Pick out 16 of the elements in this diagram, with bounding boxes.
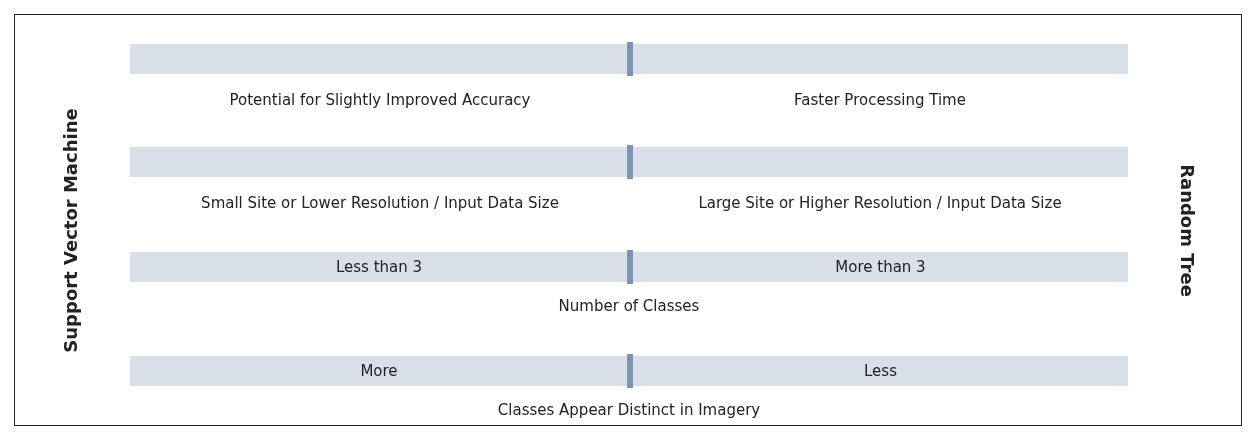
criterion-label: Faster Processing Time [794, 91, 966, 109]
scale-bar: Less than 3 [130, 252, 628, 282]
criterion-label: Number of Classes [558, 297, 700, 315]
scale-bar: More [130, 356, 628, 386]
scale-bar [130, 147, 628, 177]
criterion-label: Large Site or Higher Resolution / Input Data Size [698, 194, 1062, 212]
scale-bar: Less [633, 356, 1128, 386]
axis-end-label: Random Tree [1176, 163, 1198, 297]
scale-bar [130, 44, 628, 74]
scale-bar [633, 147, 1128, 177]
criterion-label: Small Site or Lower Resolution / Input Data Size [201, 194, 559, 212]
scale-bar [633, 44, 1128, 74]
axis-end-label: Support Vector Machine [59, 107, 81, 353]
criterion-label: Classes Appear Distinct in Imagery [497, 401, 761, 419]
scale-bar: More than 3 [633, 252, 1128, 282]
criterion-label: Potential for Slightly Improved Accuracy [229, 91, 531, 109]
